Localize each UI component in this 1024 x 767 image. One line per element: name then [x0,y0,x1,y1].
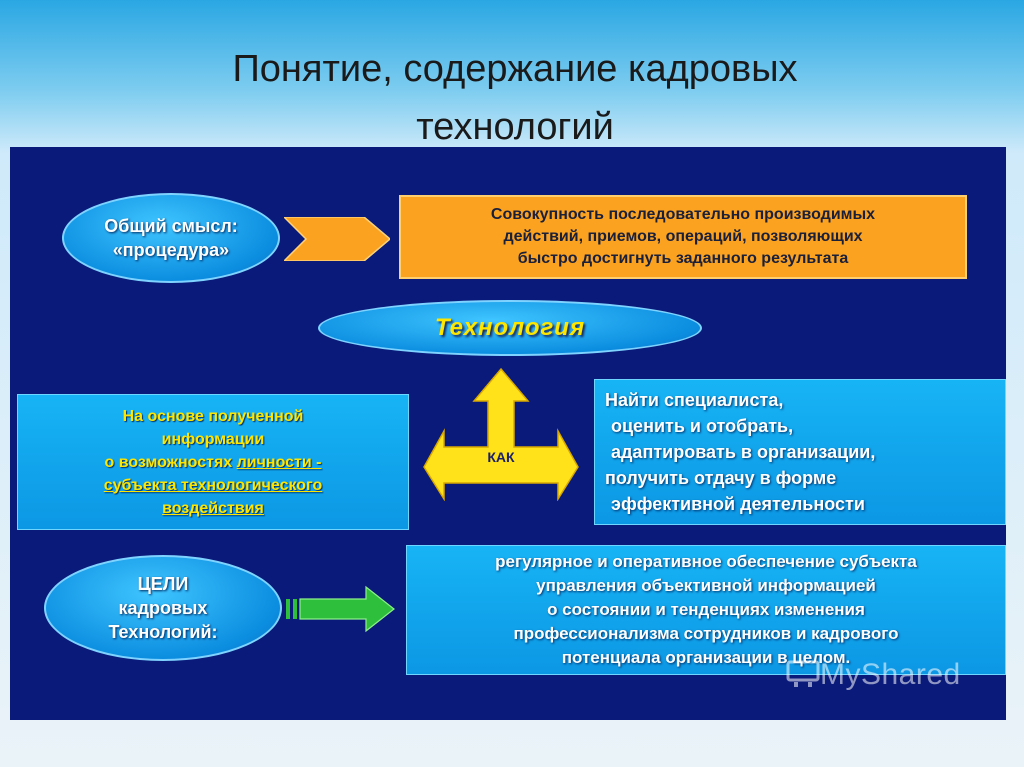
technology-ellipse: Технология [318,300,702,356]
actions-line-3: адаптировать в организации, [611,442,876,462]
general-meaning-line-2: «процедура» [112,240,230,260]
basis-line-1: На основе полученной [122,407,304,425]
goals-description-line-2: управления объективной информацией [536,576,876,595]
goals-ellipse: ЦЕЛИ кадровых Технологий: [44,555,282,661]
goals-description-line-1: регулярное и оперативное обеспечение суб… [495,552,917,571]
three-way-arrow-icon [423,367,579,501]
basis-line-3: о возможностях личности - [18,451,408,474]
slide-title-line-2: технологий [416,106,614,148]
definition-line-1: Совокупность последовательно производимы… [490,206,876,223]
orange-chevron-arrow-icon [284,217,390,261]
actions-line-4: получить отдачу в форме [605,468,837,488]
goals-description-line-5: потенциала организации в целом. [561,648,851,667]
basis-line-4: субъекта технологического [103,476,323,494]
goals-description-line-3: о состоянии и тенденциях изменения [547,600,865,619]
technology-label: Технология [434,314,586,341]
slide-title-line-1: Понятие, содержание кадровых [232,48,798,90]
goals-line-3: Технологий: [108,622,218,642]
basis-box: На основе полученной информации о возмож… [17,394,409,530]
watermark-icon [786,660,820,687]
general-meaning-ellipse: Общий смысл: «процедура» [62,193,280,283]
goals-line-1: ЦЕЛИ [137,574,189,594]
definition-line-2: действий, приемов, операций, позволяющих [503,228,863,245]
definition-line-3: быстро достигнуть заданного результата [517,250,849,267]
actions-line-1: Найти специалиста, [605,390,784,410]
watermark-text: MyShared [820,658,961,691]
basis-line-2: информации [161,430,265,448]
slide-title: Понятие, содержание кадровых технологий [120,40,910,156]
definition-box: Совокупность последовательно производимы… [399,195,967,279]
goals-line-2: кадровых [118,598,208,618]
basis-line-5: воздействия [162,499,264,517]
how-label: КАК [487,449,515,465]
basis-line-3-plain: о возможностях [104,453,237,471]
general-meaning-line-1: Общий смысл: [104,216,238,236]
green-arrow-icon [286,585,395,633]
diagram-panel: Общий смысл: «процедура» Совокупность по… [10,147,1006,720]
actions-line-2: оценить и отобрать, [611,416,794,436]
goals-description-line-4: профессионализма сотрудников и кадрового [513,624,899,643]
actions-box: Найти специалиста, оценить и отобрать, а… [594,379,1006,525]
actions-line-5: эффективной деятельности [611,494,865,514]
basis-line-3-underlined: личности - [236,453,322,471]
goals-description-box: регулярное и оперативное обеспечение суб… [406,545,1006,675]
watermark-logo: MyShared [786,658,961,692]
